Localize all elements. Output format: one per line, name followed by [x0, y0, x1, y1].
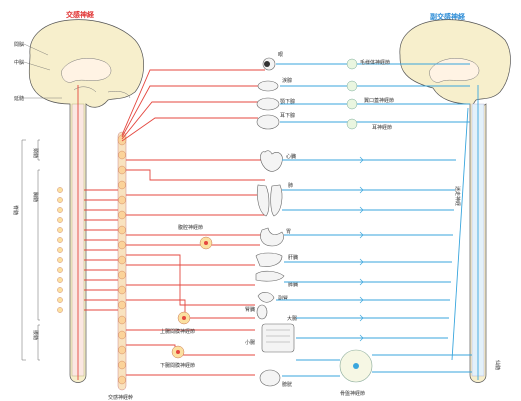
celiac-ganglion — [199, 236, 213, 250]
sympathetic-head-branches — [121, 69, 265, 142]
superior-mesenteric-ganglion — [177, 311, 191, 325]
sympathetic-trunk — [117, 131, 127, 391]
parasympathetic-head-ganglia — [346, 58, 358, 130]
label-stomach: 胃 — [286, 229, 291, 235]
label-liver: 肝臓 — [288, 254, 298, 261]
label-pterygo: 翼口蓋神経節 — [364, 97, 394, 104]
organ-pancreas — [255, 270, 285, 282]
label-lacrimal: 涙腺 — [282, 77, 292, 84]
region-lumbar: 腰髄 — [32, 330, 39, 340]
label-midbrain: 間脳 — [14, 41, 24, 48]
label-vagus: 迷走神経 — [454, 186, 461, 206]
label-celiac-ganglion: 腹腔神経節 — [178, 224, 203, 231]
label-adrenal: 副腎 — [278, 295, 288, 302]
label-heart: 心臓 — [286, 153, 296, 160]
region-thoracic: 胸髄 — [32, 192, 39, 202]
organ-colon — [261, 323, 295, 353]
label-pancreas: 膵臓 — [288, 281, 298, 288]
left-bracket-label: 脊髄 — [12, 205, 19, 215]
pelvic-ganglion — [339, 349, 373, 383]
parasympathetic-head-branches — [276, 63, 470, 123]
label-salivary-1: 顎下腺 — [280, 98, 295, 105]
label-kidney: 腎臓 — [245, 306, 255, 313]
label-bladder: 膀胱 — [282, 381, 292, 388]
label-colon: 大腸 — [287, 315, 297, 322]
vagus-nerve-branches — [276, 107, 469, 361]
organ-adrenal — [257, 292, 275, 303]
right-brain — [399, 19, 511, 383]
label-medulla-mid: 中脳 — [14, 59, 24, 66]
sympathetic-header: 交感神経 — [66, 10, 95, 19]
region-cervical: 頸髄 — [32, 148, 39, 158]
organ-stomach — [260, 227, 284, 247]
sympathetic-organ-branches — [126, 159, 265, 376]
organ-lacrimal — [257, 80, 279, 92]
label-small-int: 小腸 — [245, 339, 255, 346]
label-eye: 眼 — [278, 52, 283, 58]
pelvic-nerve — [282, 354, 472, 377]
label-lung: 肺 — [288, 183, 293, 189]
label-ciliary: 毛様体神経節 — [360, 59, 390, 66]
organ-salivary-2 — [256, 114, 280, 130]
organ-heart — [260, 150, 283, 172]
inferior-mesenteric-ganglion — [171, 345, 185, 359]
organ-kidney — [256, 304, 268, 320]
label-pelvic-ganglion: 骨盤神経節 — [340, 390, 365, 397]
sympathetic-ganglia-left — [57, 187, 63, 313]
label-superior-mesenteric: 上腸間膜神経節 — [160, 328, 195, 335]
sympathetic-preganglionic — [84, 189, 118, 311]
parasympathetic-header: 副交感神経 — [430, 12, 466, 21]
sympathetic-trunk-label: 交感神経幹 — [108, 394, 133, 401]
label-salivary-2: 耳下腺 — [280, 112, 295, 119]
left-brain — [28, 19, 144, 383]
label-medulla: 延髄 — [14, 95, 24, 102]
organ-lung — [256, 184, 283, 217]
organ-eye — [262, 57, 276, 71]
organ-salivary-1 — [256, 97, 280, 111]
parasympathetic-arrowheads — [359, 156, 364, 342]
label-inferior-mesenteric: 下腸間膜神経節 — [160, 362, 195, 369]
label-sacral: 仙髄 — [494, 360, 501, 370]
label-otic: 耳神経節 — [372, 124, 392, 131]
organ-liver — [255, 252, 283, 267]
organ-bladder — [259, 369, 281, 387]
